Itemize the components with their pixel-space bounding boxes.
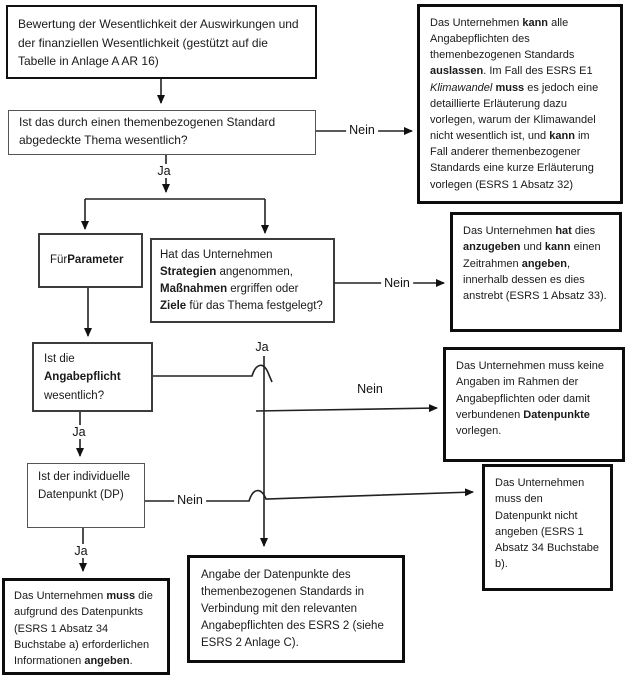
- node-question-policies-actions-targets: Hat das Unternehmen Strategien angenomme…: [150, 238, 335, 323]
- node-materiality-assessment: Bewertung der Wesentlichkeit der Auswirk…: [6, 5, 317, 79]
- line-dr-nein-hop: [153, 364, 273, 383]
- node-result-must-disclose: Das Unternehmen muss die aufgrund des Da…: [2, 578, 170, 675]
- node-result-omit-standard: Das Unternehmen kann alle Angabepflichte…: [417, 4, 623, 204]
- edge-label-nein-disclosure-requirement: Nein: [354, 382, 386, 396]
- node-result-state-timeframe: Das Unternehmen hat dies anzugeben und k…: [450, 212, 622, 332]
- node-question-disclosure-requirement-material: Ist die Angabepflicht wesentlich?: [32, 342, 153, 412]
- node-result-no-datapoint: Das Unternehmen muss den Datenpunkt nich…: [482, 464, 613, 591]
- edge-label-ja-datapoint: Ja: [71, 544, 91, 558]
- node-for-parameters: Für Parameter: [38, 233, 143, 288]
- edge-label-nein-datapoint: Nein: [174, 493, 206, 507]
- node-question-topic-material: Ist das durch einen themenbezogenen Stan…: [8, 110, 316, 155]
- node-question-individual-datapoint: Ist der individuelle Datenpunkt (DP): [27, 463, 145, 528]
- node-result-esrs2-datapoints: Angabe der Datenpunkte des themenbezogen…: [187, 555, 405, 663]
- edge-label-ja-disclosure-requirement: Ja: [69, 425, 89, 439]
- arrow-dr-nein: [255, 404, 438, 413]
- node-result-no-disclosure: Das Unternehmen muss keine Angaben im Ra…: [443, 347, 625, 462]
- edge-label-nein-topic: Nein: [346, 123, 378, 137]
- edge-label-ja-policies: Ja: [252, 340, 272, 354]
- edge-label-ja-topic: Ja: [154, 164, 174, 178]
- edge-label-nein-policies: Nein: [381, 276, 413, 290]
